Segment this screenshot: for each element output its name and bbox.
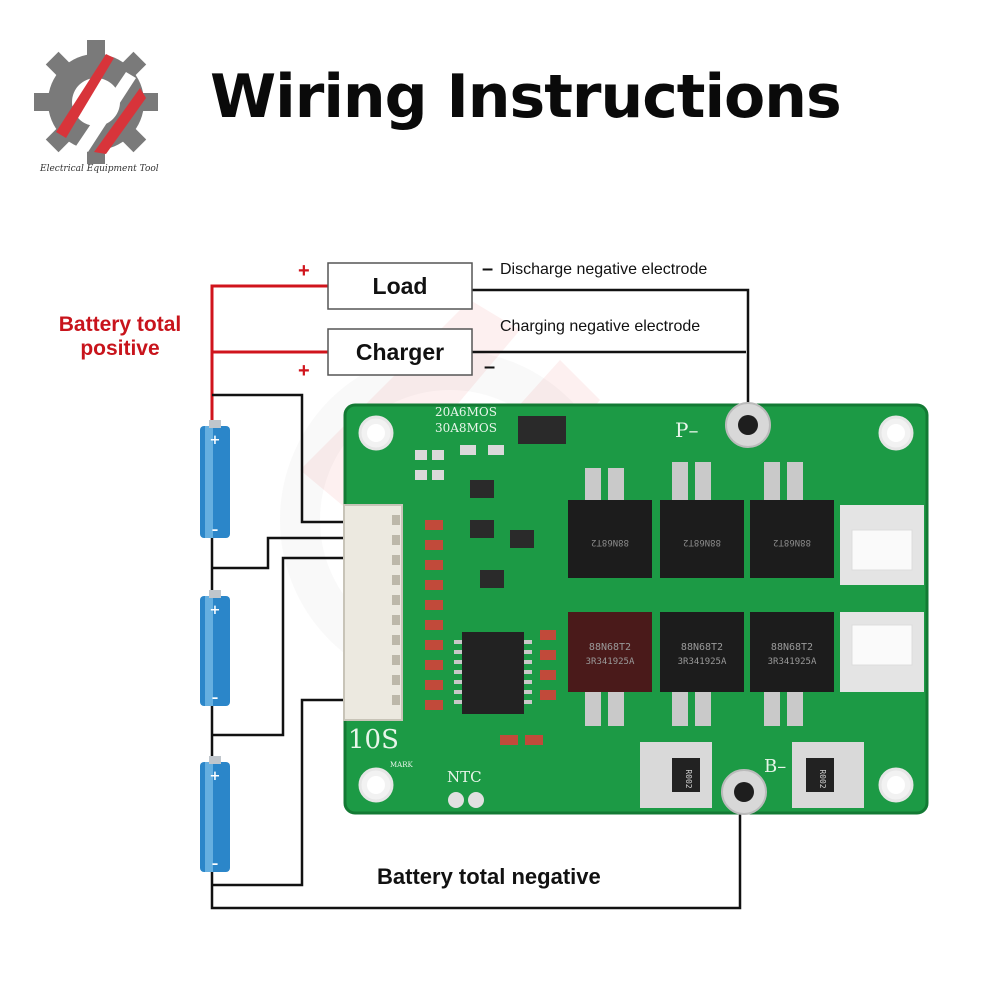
discharge-note: Discharge negative electrode bbox=[500, 261, 708, 278]
mosfet-top-3 bbox=[750, 500, 834, 578]
mosfet-code-2: 88N68T2 bbox=[681, 642, 723, 653]
mosfet-bottom-1 bbox=[568, 612, 652, 692]
mosfet-batch-3: 3R341925A bbox=[768, 657, 817, 667]
pcb-p-minus-label: P– bbox=[675, 418, 698, 442]
page-title: Wiring Instructions bbox=[210, 62, 842, 132]
battery-cell-1 bbox=[200, 420, 230, 538]
battery-cell-3 bbox=[200, 756, 230, 872]
logo-caption: Electrical Equipment Tool bbox=[40, 164, 159, 174]
cell-3-minus: – bbox=[212, 857, 219, 872]
shunt-code-right: R002 bbox=[818, 769, 827, 788]
mosfet-code-1: 88N68T2 bbox=[589, 642, 631, 653]
cell-2-plus: + bbox=[210, 603, 221, 618]
bms-controller-ic bbox=[462, 632, 524, 714]
mosfet-top-2 bbox=[660, 500, 744, 578]
charging-note: Charging negative electrode bbox=[500, 318, 701, 335]
pcb-b-minus-label: B– bbox=[764, 756, 786, 777]
mosfet-top-1 bbox=[568, 500, 652, 578]
battery-positive-line2: positive bbox=[80, 337, 160, 360]
pcb-mark-label: MARK bbox=[390, 761, 413, 769]
pcb-series-label: 10S bbox=[348, 725, 399, 755]
battery-cell-2 bbox=[200, 590, 230, 706]
cell-1-minus: – bbox=[212, 523, 219, 538]
mosfet-code-top-1: 88N68T2 bbox=[591, 537, 629, 547]
battery-positive-line1: Battery total bbox=[58, 313, 182, 336]
negative-wires bbox=[210, 288, 750, 910]
pcb-mos-line1: 20A6MOS bbox=[435, 405, 497, 419]
cell-2-minus: – bbox=[212, 691, 219, 706]
charger-plus-sign: + bbox=[298, 360, 310, 382]
pcb-mos-line2: 30A8MOS bbox=[435, 421, 497, 435]
load-box bbox=[327, 262, 473, 310]
battery-positive-label: Battery total positive bbox=[40, 313, 200, 361]
shunt-resistor-left bbox=[672, 758, 700, 792]
shunt-resistor-right bbox=[806, 758, 834, 792]
mosfet-bottom-2 bbox=[660, 612, 744, 692]
battery-negative-label: Battery total negative bbox=[377, 864, 601, 889]
charger-minus-sign: – bbox=[484, 356, 496, 378]
cell-3-plus: + bbox=[210, 769, 221, 784]
shunt-code-left: R002 bbox=[684, 769, 693, 788]
mosfet-code-3: 88N68T2 bbox=[771, 642, 813, 653]
positive-wires bbox=[210, 284, 328, 430]
cell-1-plus: + bbox=[210, 433, 221, 448]
mosfet-code-top-3: 88N68T2 bbox=[773, 537, 811, 547]
charger-box bbox=[327, 328, 473, 376]
gear-logo-icon bbox=[34, 40, 158, 164]
mosfet-bottom-3 bbox=[750, 612, 834, 692]
load-box-label: Load bbox=[372, 273, 428, 299]
load-minus-sign: – bbox=[482, 258, 494, 280]
mosfet-batch-1: 3R341925A bbox=[586, 657, 635, 667]
pcb-ntc-label: NTC bbox=[447, 768, 482, 786]
charger-box-label: Charger bbox=[355, 339, 445, 365]
mosfet-batch-2: 3R341925A bbox=[678, 657, 727, 667]
mosfet-code-top-2: 88N68T2 bbox=[683, 537, 721, 547]
load-plus-sign: + bbox=[298, 260, 310, 282]
bms-pcb-board bbox=[343, 402, 929, 815]
